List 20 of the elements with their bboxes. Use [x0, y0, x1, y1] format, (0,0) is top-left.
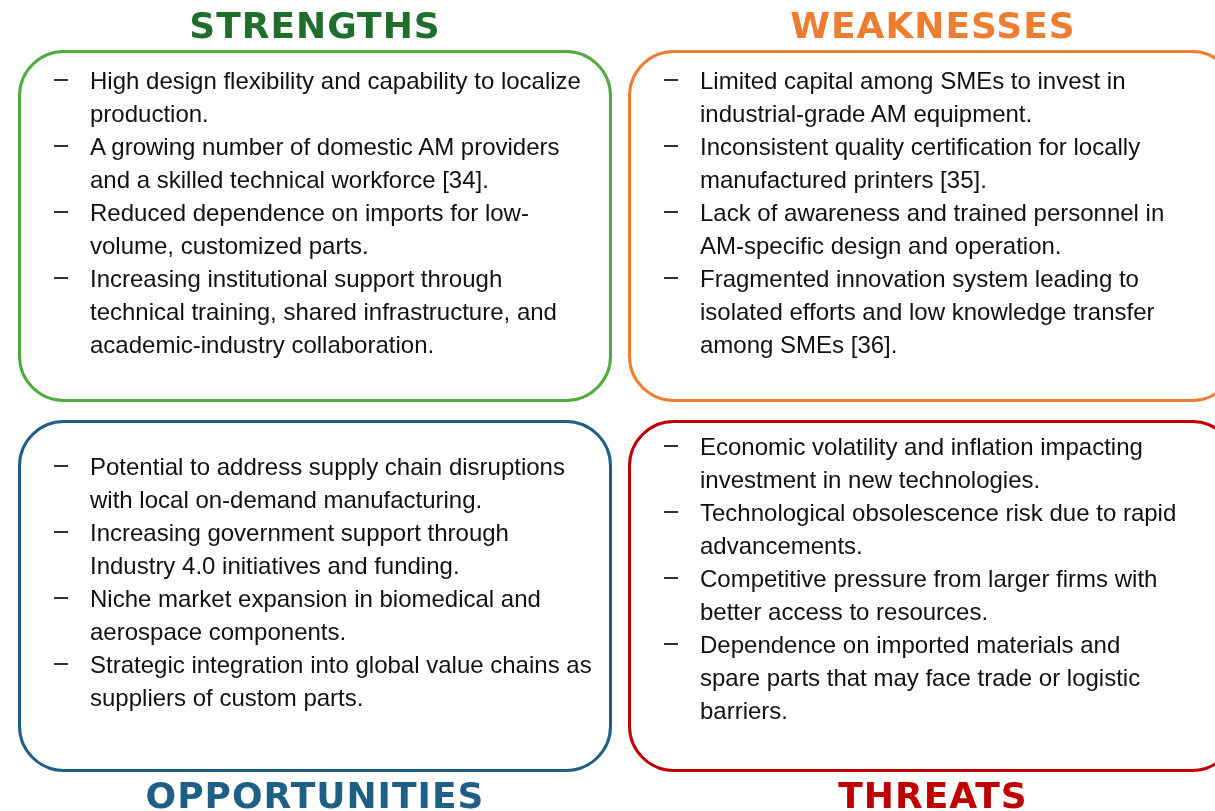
bullet-text: Increasing government support through Industry 4.0 initiatives and funding. [90, 519, 509, 579]
bullet-text: Niche market expansion in biomedical and aerospace components. [90, 585, 541, 645]
section-heading: THREATS [838, 776, 1028, 811]
bullet-text: Potential to address supply chain disruptions with local on-demand manufacturing. [90, 453, 565, 513]
bullet-text: Reduced dependence on imports for low-volume, customized parts. [90, 199, 529, 259]
bullet-text: Economic volatility and inflation impacting investment in new technologies. [700, 433, 1143, 493]
bullet-text: Lack of awareness and trained personnel in AM-specific design and operation. [700, 199, 1165, 259]
bullet-text: Dependence on imported materials and spare parts that may face trade or logistic barriers. [700, 631, 1141, 724]
bullet-text: Inconsistent quality certification for locally manufactured printers [35]. [700, 133, 1141, 193]
section-heading: STRENGTHS [189, 6, 441, 46]
bullet-text: Strategic integration into global value chains as suppliers of custom parts. [90, 651, 592, 711]
bullet-text: High design flexibility and capability to localize production. [90, 67, 581, 127]
bullet-text: Limited capital among SMEs to invest in industrial-grade AM equipment. [700, 67, 1126, 127]
section-heading: WEAKNESSES [790, 6, 1076, 46]
section-heading: OPPORTUNITIES [145, 776, 485, 811]
bullet-text: Increasing institutional support through technical training, shared infrastructure, and academic-industry collaboration. [90, 265, 557, 358]
bullet-text: Competitive pressure from larger firms with better access to resources. [700, 565, 1158, 625]
bullet-text: Technological obsolescence risk due to rapid advancements. [700, 499, 1177, 559]
bullet-text: A growing number of domestic AM providers and a skilled technical workforce [34]. [90, 133, 560, 193]
bullet-text: Fragmented innovation system leading to isolated efforts and low knowledge transfer among SMEs [36]. [700, 265, 1155, 358]
